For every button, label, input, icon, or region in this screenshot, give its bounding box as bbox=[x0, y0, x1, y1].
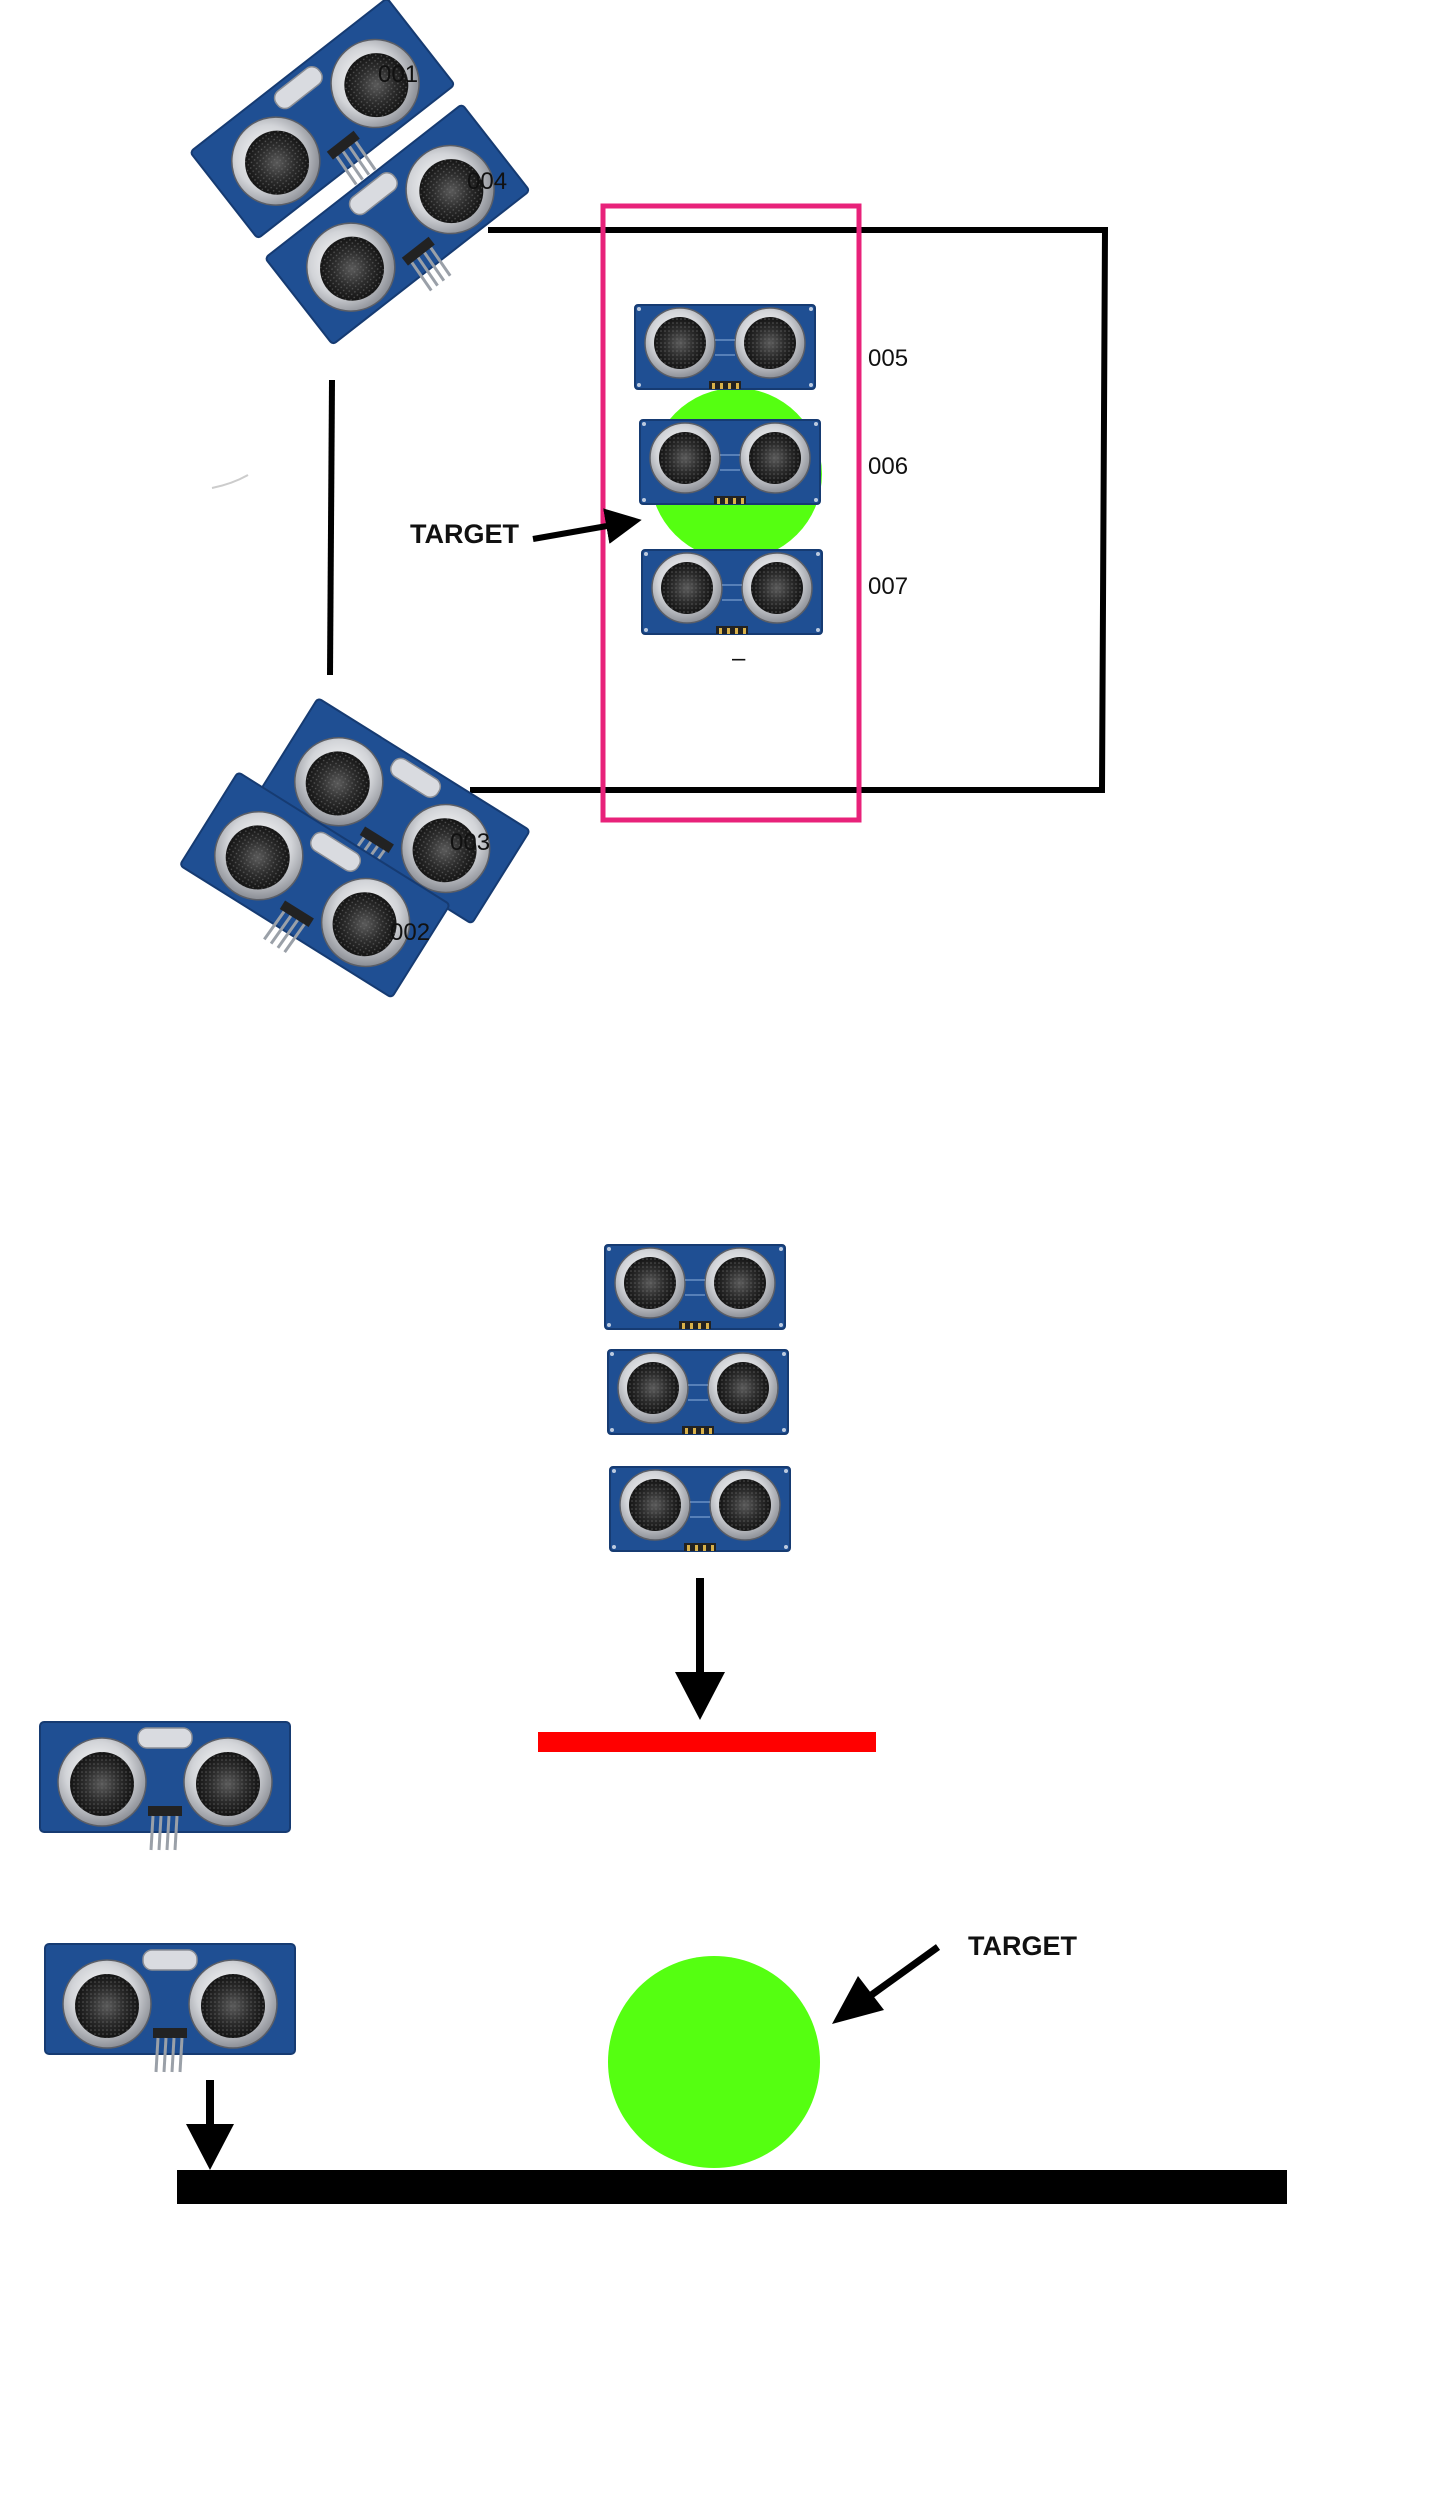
sensor-label-007: 007 bbox=[868, 573, 908, 600]
dash-mark: – bbox=[732, 645, 746, 672]
arrow-icon-side-down-head bbox=[186, 2124, 234, 2170]
sensor-007 bbox=[641, 549, 823, 635]
sensor-label-005: 005 bbox=[868, 345, 908, 372]
sensor-label-001: 001 bbox=[378, 61, 418, 88]
sensor-side-lower bbox=[43, 1942, 297, 2074]
ground-bar bbox=[177, 2170, 1287, 2204]
sensor-stack-top bbox=[604, 1244, 786, 1330]
sensor-006 bbox=[639, 419, 821, 505]
top-diagram: 005 006 007 – TARGET 001 004 003 002 bbox=[168, 0, 1109, 1015]
sensor-side-upper bbox=[38, 1720, 292, 1852]
bottom-diagram: TARGET bbox=[38, 1720, 1287, 2204]
surface-bar bbox=[538, 1732, 876, 1752]
middle-diagram bbox=[538, 1244, 876, 1752]
enclosure-left-side bbox=[327, 379, 335, 676]
target-label-bottom: TARGET bbox=[968, 1931, 1077, 1961]
target-label-top: TARGET bbox=[410, 519, 519, 549]
sensor-label-004: 004 bbox=[467, 168, 507, 195]
enclosure-frame bbox=[470, 227, 1109, 793]
sensor-label-003: 003 bbox=[450, 829, 490, 856]
target-circle-bottom bbox=[608, 1956, 820, 2168]
sensor-stack-bottom bbox=[609, 1466, 791, 1552]
faint-mark bbox=[211, 474, 249, 489]
sensor-stack-middle bbox=[607, 1349, 789, 1435]
highlight-frame bbox=[600, 203, 862, 823]
sensor-005 bbox=[634, 304, 816, 390]
arrow-icon-down-head bbox=[675, 1672, 725, 1720]
arrow-icon-bottom-target bbox=[867, 1944, 941, 1999]
arrow-icon-bottom-target-head bbox=[832, 1976, 884, 2024]
sensor-label-002: 002 bbox=[390, 919, 430, 946]
sensor-label-006: 006 bbox=[868, 453, 908, 480]
arrow-icon-top-target bbox=[532, 508, 642, 544]
